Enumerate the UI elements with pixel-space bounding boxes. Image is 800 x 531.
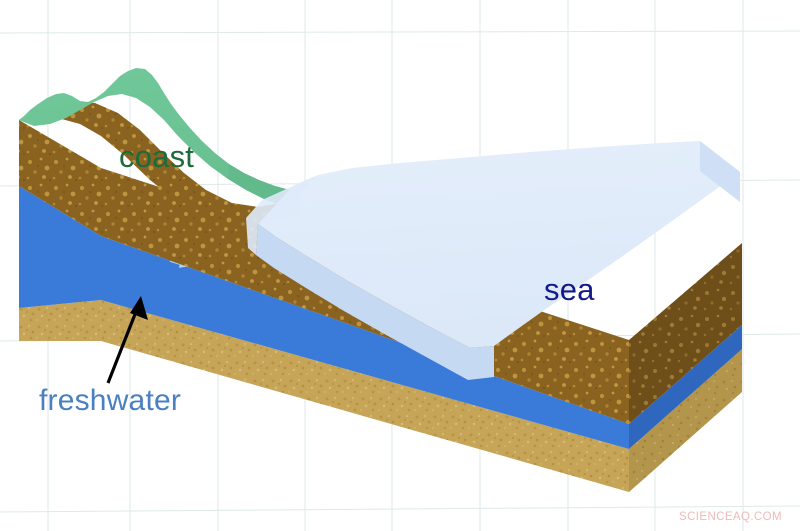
watermark: SCIENCEAQ.COM <box>679 511 782 523</box>
sea-front-face <box>256 224 494 380</box>
sea-top-surface <box>258 141 740 348</box>
sand-layer-left-face <box>19 300 101 341</box>
soil-left-face <box>19 120 101 236</box>
coast-label: coast <box>119 139 195 174</box>
freshwater-left-face <box>19 186 101 308</box>
soil-right-face <box>629 243 742 424</box>
sea-shoreline-sliver <box>246 175 318 255</box>
sand-layer-front-face <box>101 300 629 492</box>
freshwater-right-face <box>629 325 742 449</box>
sand-layer-right-face <box>629 349 742 492</box>
soil-beach-strip <box>19 102 300 228</box>
sea-right-face <box>700 141 740 202</box>
freshwater-label: freshwater <box>39 384 182 417</box>
sea-label: sea <box>544 272 595 307</box>
freshwater-arrow <box>106 296 148 384</box>
freshwater-front-band <box>101 236 629 449</box>
